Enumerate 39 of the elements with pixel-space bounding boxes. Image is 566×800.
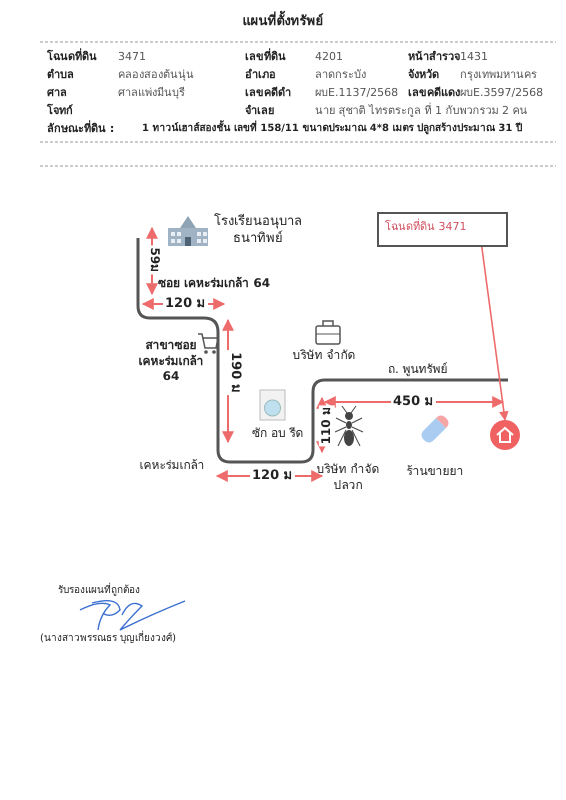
field-label: จำเลย xyxy=(245,104,274,118)
field-value: คลองสองต้นนุ่น xyxy=(118,68,194,82)
field-label: โจทก์ xyxy=(47,104,73,118)
field-value: กรุงเทพมหานคร xyxy=(460,68,537,82)
field-label: หน้าสำรวจ xyxy=(408,50,460,64)
field-value: ผบE.1137/2568 xyxy=(315,86,398,100)
field-label: ตำบล xyxy=(47,68,74,82)
dimension-label: 190 ม xyxy=(226,350,243,395)
label-box: โฉนดที่ดิน 3471 xyxy=(377,212,508,247)
field-label: ศาล xyxy=(47,86,67,100)
field-label: เลขคดีแดง xyxy=(408,86,460,100)
leader-arrow xyxy=(481,246,509,421)
place-label: ซัก อบ รีด xyxy=(252,426,304,442)
place-label: บริษัท กำจัดปลวก xyxy=(316,462,380,494)
house-icon xyxy=(490,420,520,450)
signer-name: (นางสาวพรรณธร บุญเกี่ยงวงศ์) xyxy=(40,632,176,645)
field-label: เลขที่ดิน xyxy=(245,50,286,64)
street-label: ซอย เคหะร่มเกล้า 64 xyxy=(158,276,270,292)
field-label: โฉนดที่ดิน xyxy=(47,50,97,64)
field-value: นาย สุชาติ ไทรตระกูล ที่ 1 กับพวกรวม 2 คน xyxy=(315,104,528,118)
signature-caption: รับรองแผนที่ถูกต้อง xyxy=(58,584,140,597)
field-value: 3471 xyxy=(118,50,146,64)
field-value: 4201 xyxy=(315,50,343,64)
field-label: เลขคดีดำ xyxy=(245,86,291,100)
field-value: ศาลแพ่งมีนบุรี xyxy=(118,86,185,100)
field-label: จังหวัด xyxy=(408,68,439,82)
place-label: ร้านขายยา xyxy=(406,464,464,480)
field-value: 1 ทาวน์เฮาส์สองชั้น เลขที่ 158/11 ขนาดประมาณ 4*8 เมตร ปลูกสร้างประมาณ 31 ปี xyxy=(142,122,522,135)
field-value: 1431 xyxy=(460,50,488,64)
field-label: ลักษณะที่ดิน : xyxy=(47,122,114,136)
place-label: สาขาซอย เคหะร่มเกล้า 64 xyxy=(138,338,204,385)
street-label: ถ. พูนทรัพย์ xyxy=(388,362,448,378)
field-value: ผบE.3597/2568 xyxy=(460,86,544,100)
dimension-label: 110 ม xyxy=(318,405,334,446)
place-label: บริษัท จำกัด xyxy=(292,348,356,364)
field-value: ลาดกระบัง xyxy=(315,68,366,82)
field-label: อำเภอ xyxy=(245,68,276,82)
place-label: โรงเรียนอนุบาล ธนาทิพย์ xyxy=(213,214,303,248)
place-label: เคหะร่มเกล้า xyxy=(138,458,206,474)
